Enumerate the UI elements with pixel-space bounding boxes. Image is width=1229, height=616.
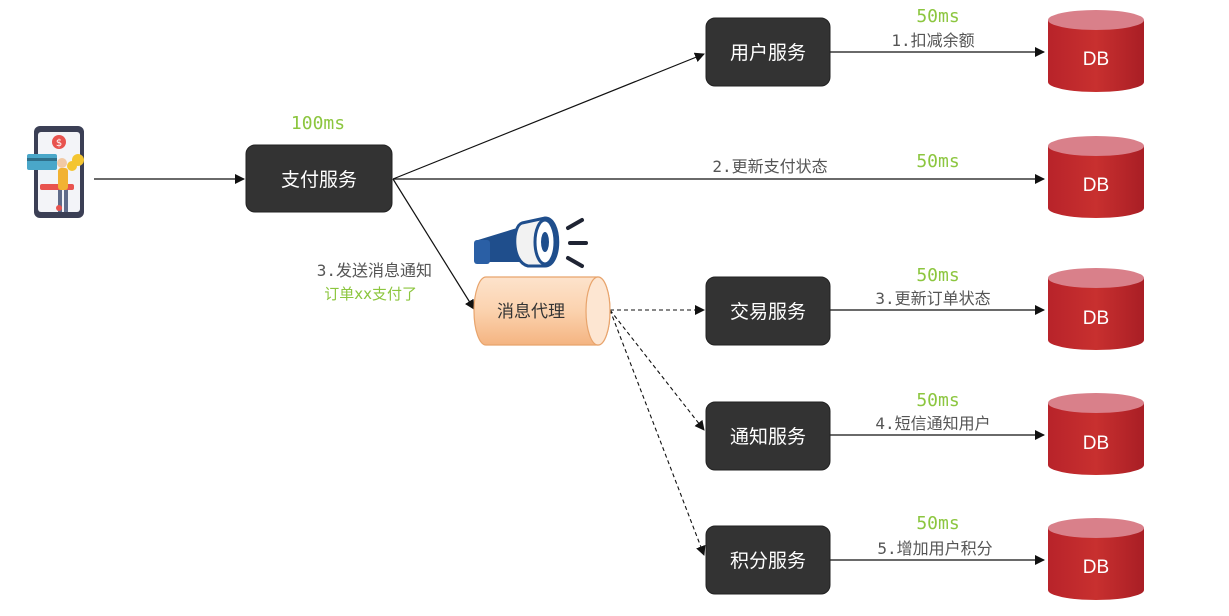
notify-service-node: 通知服务 [705,401,831,471]
user-service-node: 用户服务 [705,17,831,87]
notify-db-node: DB [1048,393,1144,475]
message-broker-label: 消息代理 [497,302,565,322]
payment-service-node: 支付服务 [245,144,393,213]
points-db-label: DB [1083,557,1109,578]
user-db-node: DB [1048,10,1144,92]
pay-db-latency: 50ms [916,151,959,172]
trade-db-label: DB [1083,308,1109,329]
edges [94,47,1045,565]
edge-broker-notify [609,309,705,431]
notify-service-label: 通知服务 [730,426,806,448]
payment-db-node: DB [1048,136,1144,218]
edge-payment-user [392,52,705,180]
message-broker-node: 消息代理 [473,276,611,346]
trade-db-action: 3.更新订单状态 [875,289,990,308]
points-service-node: 积分服务 [705,525,831,595]
svg-text:$: $ [56,138,62,149]
trade-service-node: 交易服务 [705,276,831,346]
payment-service-label: 支付服务 [281,169,357,191]
payment-db-label: DB [1083,175,1109,196]
points-service-label: 积分服务 [730,550,806,572]
user-db-label: DB [1083,49,1109,70]
user-db-latency: 50ms [916,6,959,27]
notify-db-action: 4.短信通知用户 [875,414,990,433]
megaphone-icon [474,216,588,268]
trade-db-latency: 50ms [916,265,959,286]
trade-service-label: 交易服务 [730,301,806,323]
user-service-label: 用户服务 [730,42,806,64]
trade-db-node: DB [1048,268,1144,350]
edge-payment-broker [392,178,475,310]
edge-broker-points [609,309,706,556]
notify-db-label: DB [1083,433,1109,454]
points-db-latency: 50ms [916,513,959,534]
order-paid-label: 订单xx支付了 [324,285,417,303]
payment-latency: 100ms [291,113,345,134]
notify-db-latency: 50ms [916,390,959,411]
user-db-action: 1.扣减余额 [891,31,974,50]
send-message-label: 3.发送消息通知 [317,261,432,280]
points-db-action: 5.增加用户积分 [877,539,992,558]
pay-db-action: 2.更新支付状态 [712,157,827,176]
phone-payment-icon: $ [27,126,84,218]
points-db-node: DB [1048,518,1144,600]
